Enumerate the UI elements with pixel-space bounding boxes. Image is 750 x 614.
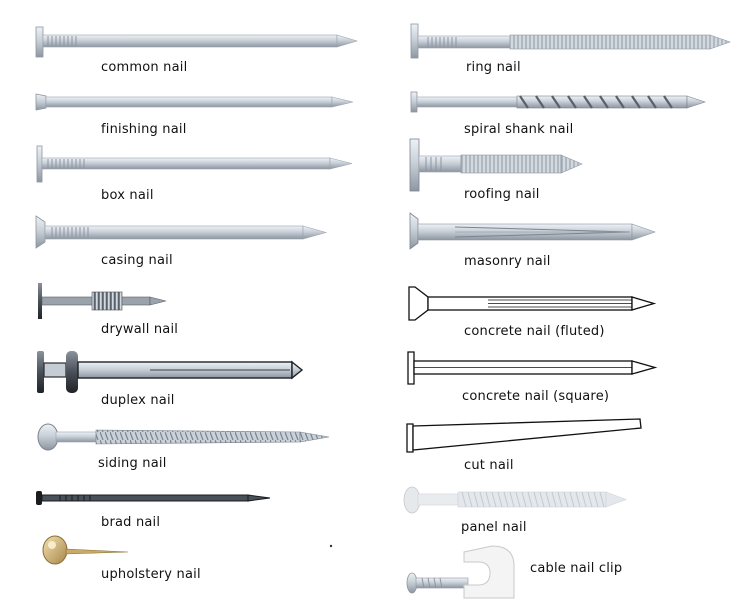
label-common-nail: common nail (101, 60, 188, 75)
common-nail-icon (35, 26, 359, 58)
brad-nail-icon (36, 491, 271, 505)
label-masonry-nail: masonry nail (464, 254, 551, 269)
label-ring-nail: ring nail (466, 60, 521, 75)
label-cut-nail: cut nail (464, 458, 514, 473)
label-box-nail: box nail (101, 188, 154, 203)
box-nail-icon (36, 145, 353, 183)
ring-nail-icon (410, 23, 731, 59)
label-siding-nail: siding nail (98, 456, 167, 471)
cable-nail-clip-icon (406, 545, 515, 599)
label-upholstery-nail: upholstery nail (101, 567, 201, 582)
label-cable-nail-clip: cable nail clip (530, 561, 623, 576)
cut-nail-icon (406, 418, 642, 453)
label-duplex-nail: duplex nail (101, 393, 175, 408)
panel-nail-icon (403, 486, 627, 514)
masonry-nail-icon (409, 212, 656, 250)
roofing-nail-icon (409, 138, 583, 192)
label-spiral-shank-nail: spiral shank nail (464, 122, 574, 137)
label-panel-nail: panel nail (461, 520, 527, 535)
upholstery-nail-icon (42, 535, 129, 565)
label-brad-nail: brad nail (101, 515, 161, 530)
spiral-shank-nail-icon (410, 91, 706, 113)
drywall-nail-icon (38, 283, 167, 319)
label-concrete-nail-fluted: concrete nail (fluted) (464, 324, 605, 339)
label-drywall-nail: drywall nail (101, 322, 179, 337)
label-finishing-nail: finishing nail (101, 122, 187, 137)
casing-nail-icon (35, 215, 328, 249)
concrete-fluted-nail-icon (408, 286, 657, 321)
concrete-square-nail-icon (407, 351, 658, 385)
stray-dot (329, 544, 333, 548)
finishing-nail-icon (35, 93, 354, 111)
duplex-nail-icon (37, 351, 304, 393)
label-concrete-nail-square: concrete nail (square) (462, 389, 610, 404)
siding-nail-icon (37, 423, 330, 451)
label-casing-nail: casing nail (101, 253, 173, 268)
label-roofing-nail: roofing nail (464, 187, 540, 202)
